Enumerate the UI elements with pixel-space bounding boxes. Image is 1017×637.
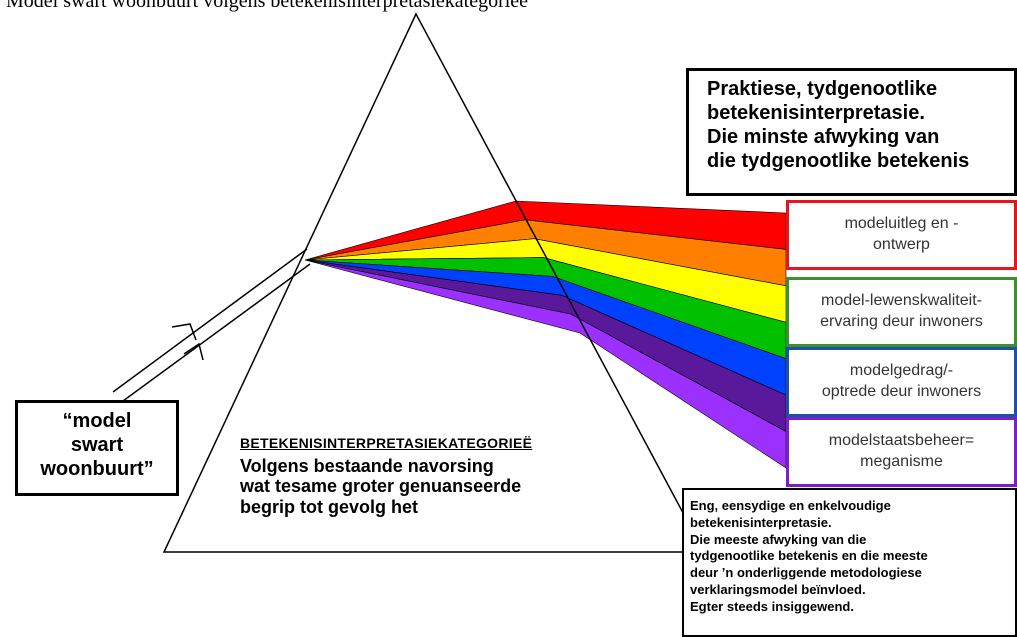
center-heading: BETEKENISINTERPRETASIEKATEGORIEË	[240, 435, 533, 451]
broad-interpretation-box: Praktiese, tydgenootlike betekenisinterp…	[686, 68, 1017, 196]
spectrum-fan	[304, 200, 787, 469]
input-line: woonbuurt”	[40, 458, 154, 480]
beam-arrow-icon	[171, 323, 197, 341]
category-line: model-lewenskwaliteit-	[821, 292, 982, 309]
prism-center-text: BETEKENISINTERPRETASIEKATEGORIEË Volgens…	[240, 433, 532, 517]
narrow-line: Die meeste afwyking van die	[690, 531, 867, 547]
center-line: begrip tot gevolg het	[240, 496, 418, 517]
input-line: “model	[62, 410, 132, 432]
narrow-line: verklaringsmodel beïnvloed.	[690, 581, 866, 597]
category-box-state-control: modelstaatsbeheer= meganisme	[786, 417, 1017, 487]
category-line: modelgedrag/-	[849, 362, 954, 379]
broad-line: die tydgenootlike betekenis	[707, 150, 970, 172]
narrow-line: Eng, eensydige en enkelvoudige	[690, 498, 891, 513]
category-line: ervaring deur inwoners	[820, 313, 983, 330]
center-line: Volgens bestaande navorsing	[240, 455, 494, 476]
narrow-line: betekenisinterpretasie.	[690, 514, 832, 530]
category-box-design: modeluitleg en - ontwerp	[786, 200, 1017, 270]
category-line: ontwerp	[873, 236, 930, 253]
beam-arrow-icon	[183, 342, 204, 361]
narrow-line: tydgenootlike betekenis en die meeste	[690, 548, 928, 564]
light-beam-line-upper	[112, 248, 308, 393]
category-box-quality-of-life: model-lewenskwaliteit- ervaring deur inw…	[786, 277, 1017, 347]
light-beam-line-lower	[122, 263, 311, 402]
broad-line: betekenisinterpretasie.	[707, 102, 925, 124]
category-line: meganisme	[860, 453, 943, 470]
category-line: modelstaatsbeheer=	[828, 432, 975, 449]
narrow-interpretation-box: Eng, eensydige en enkelvoudige betekenis…	[682, 488, 1017, 637]
category-line: optrede deur inwoners	[821, 383, 982, 400]
narrow-line: Egter steeds insiggewend.	[690, 598, 854, 614]
prism-triangle	[162, 12, 706, 553]
broad-line: Die minste afwyking van	[707, 126, 940, 148]
center-line: wat tesame groter genuanseerde	[240, 476, 522, 496]
category-box-behaviour: modelgedrag/- optrede deur inwoners	[786, 347, 1017, 417]
top-caption: Model swart woonbuurt volgens betekenisi…	[6, 0, 529, 12]
category-line: modeluitleg en -	[844, 215, 959, 232]
narrow-line: deur ’n onderliggende metodologiese	[690, 565, 922, 581]
input-term-box: “model swart woonbuurt”	[15, 400, 179, 496]
broad-line: Praktiese, tydgenootlike	[707, 78, 938, 100]
input-line: swart	[70, 434, 124, 456]
